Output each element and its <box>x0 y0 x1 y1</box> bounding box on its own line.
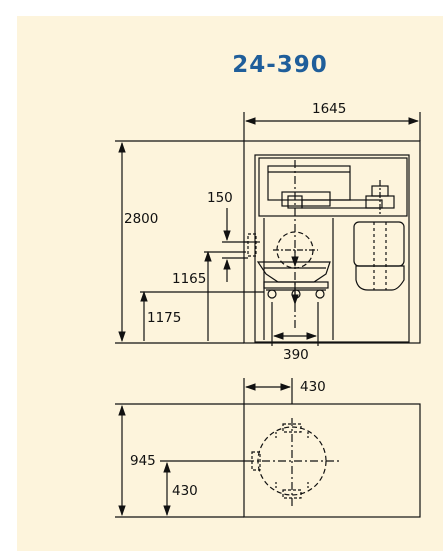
dim-150: 150 <box>207 190 233 206</box>
dim-1165: 1165 <box>172 271 207 287</box>
dimensions-elevation <box>115 112 421 346</box>
dim-width-total: 1645 <box>312 101 347 117</box>
drawing-panel <box>17 16 443 551</box>
machine-elevation <box>243 140 421 344</box>
dim-390: 390 <box>283 347 309 363</box>
dimensions-plan <box>115 378 293 518</box>
dim-430-side: 430 <box>172 483 198 499</box>
dim-1175: 1175 <box>147 310 182 326</box>
plan-view <box>243 403 421 518</box>
dim-height-total: 2800 <box>124 211 159 227</box>
drawing-title: 24-390 <box>232 52 328 78</box>
dim-945: 945 <box>130 453 156 469</box>
dim-430-top: 430 <box>300 379 326 395</box>
